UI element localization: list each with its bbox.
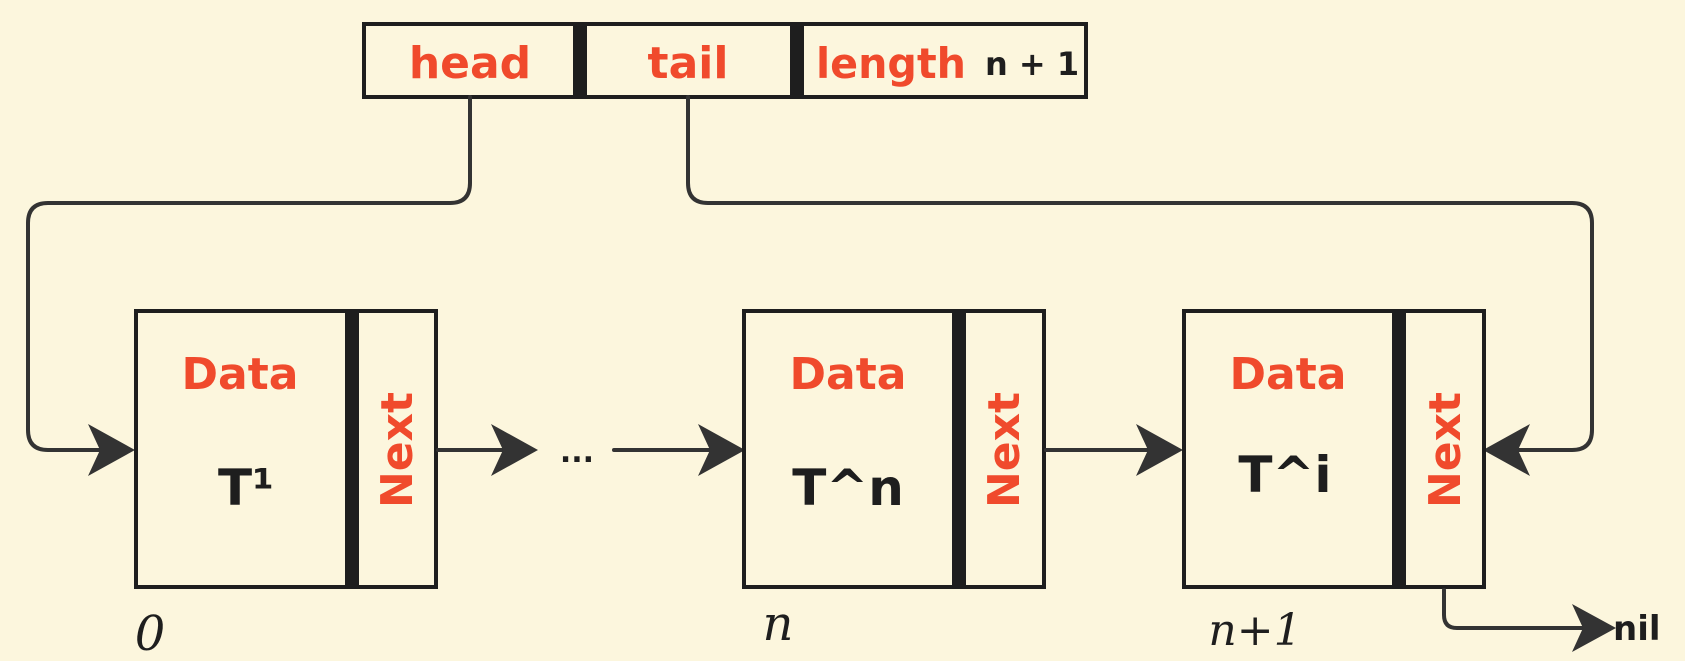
node-data-label: Data [182, 349, 299, 400]
header-divider [790, 24, 804, 97]
header-divider [573, 24, 587, 97]
list-node-n: Data T^n Next n [742, 309, 1046, 652]
list-node-1: Data T¹ Next 0 [134, 309, 438, 661]
length-field-label: length [816, 39, 966, 88]
header-outline [362, 22, 1088, 99]
list-node-n-plus-1: Data T^i Next n+1 [1182, 309, 1486, 656]
node-value: T¹ [218, 459, 274, 517]
next-pointer-arrow [1044, 424, 1183, 476]
node-divider [1392, 311, 1406, 587]
node-next-label: Next [979, 392, 1030, 508]
next-pointer-arrow [436, 424, 538, 476]
node-outline [742, 309, 1046, 589]
node-divider [952, 311, 966, 587]
node-value: T^i [1238, 446, 1331, 504]
node-data-label: Data [1230, 349, 1347, 400]
node-index-label: n+1 [1208, 605, 1301, 656]
list-header: head tail length n + 1 [362, 22, 1088, 99]
length-field-value: n + 1 [985, 45, 1079, 83]
node-value: T^n [792, 459, 904, 517]
node-outline [134, 309, 438, 589]
ellipsis-label: ... [560, 435, 594, 470]
node-outline [1182, 309, 1486, 589]
next-pointer-arrow [612, 424, 745, 476]
node-divider [345, 311, 359, 587]
head-pointer-arrow [26, 95, 472, 476]
node-data-label: Data [790, 349, 907, 400]
nil-pointer-arrow [1442, 588, 1616, 652]
node-index-label: 0 [135, 606, 166, 661]
tail-pointer-arrow [686, 95, 1594, 476]
head-field-label: head [409, 38, 531, 89]
node-index-label: n [763, 596, 794, 652]
nil-label: nil [1613, 609, 1661, 649]
node-next-label: Next [372, 392, 423, 508]
node-next-label: Next [1420, 392, 1471, 508]
tail-field-label: tail [648, 38, 729, 89]
